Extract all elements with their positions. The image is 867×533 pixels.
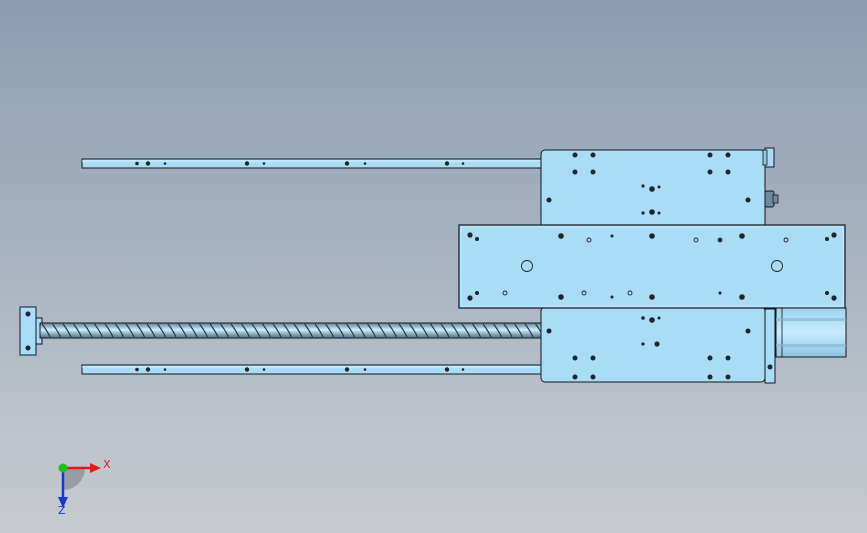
screw-thread-line — [493, 323, 502, 338]
screw-thread-line — [241, 323, 250, 338]
screw-thread-line — [514, 323, 523, 338]
screw-thread-line — [115, 323, 124, 338]
screw-thread-line — [503, 323, 513, 338]
screw-thread-line — [451, 323, 460, 338]
ball-screw[interactable] — [39, 322, 544, 339]
screw-threads — [41, 323, 544, 338]
screw-thread-line — [419, 323, 429, 338]
end-support-bearing[interactable] — [19, 306, 43, 356]
screw-thread-line — [293, 323, 303, 338]
screw-thread-line — [94, 323, 103, 338]
screw-thread-line — [209, 323, 219, 338]
screw-thread-line — [104, 323, 114, 338]
lower-guide-rail[interactable] — [81, 364, 543, 375]
screw-thread-line — [188, 323, 198, 338]
screw-thread-line — [388, 323, 397, 338]
top-mounting-plate[interactable] — [458, 224, 846, 309]
screw-thread-line — [335, 323, 345, 338]
screw-thread-line — [346, 323, 355, 338]
coordinate-triad: X Z — [58, 458, 111, 517]
screw-thread-line — [62, 323, 72, 338]
screw-thread-line — [262, 323, 271, 338]
screw-thread-line — [41, 323, 51, 338]
z-axis-label: Z — [58, 504, 66, 517]
screw-thread-line — [220, 323, 229, 338]
screw-thread-line — [125, 323, 135, 338]
screw-thread-line — [472, 323, 481, 338]
screw-thread-line — [398, 323, 408, 338]
y-axis-dot — [58, 463, 68, 473]
screw-thread-line — [283, 323, 292, 338]
screw-thread-line — [272, 323, 282, 338]
x-axis-label: X — [103, 458, 111, 471]
screw-thread-line — [73, 323, 82, 338]
upper-guide-rail[interactable] — [81, 158, 543, 169]
screw-thread-line — [83, 323, 93, 338]
stepper-motor[interactable] — [775, 307, 847, 358]
screw-thread-line — [167, 323, 177, 338]
triad-plane-shading — [63, 468, 85, 490]
lower-carriage-block[interactable] — [540, 306, 766, 383]
screw-thread-line — [356, 323, 366, 338]
screw-thread-line — [136, 323, 145, 338]
upper-carriage-block[interactable] — [540, 149, 766, 228]
screw-thread-line — [325, 323, 334, 338]
screw-thread-line — [461, 323, 471, 338]
screw-thread-line — [199, 323, 208, 338]
screw-thread-line — [230, 323, 240, 338]
screw-thread-line — [367, 323, 376, 338]
screw-thread-line — [377, 323, 387, 338]
screw-thread-line — [157, 323, 166, 338]
screw-thread-line — [524, 323, 534, 338]
screw-thread-line — [430, 323, 439, 338]
screw-thread-line — [440, 323, 450, 338]
screw-thread-line — [251, 323, 261, 338]
screw-thread-line — [482, 323, 492, 338]
screw-thread-line — [304, 323, 313, 338]
motor-mount-flange[interactable] — [762, 147, 779, 384]
screw-thread-line — [409, 323, 418, 338]
screw-thread-line — [146, 323, 156, 338]
screw-thread-line — [314, 323, 324, 338]
screw-thread-line — [52, 323, 61, 338]
screw-thread-line — [178, 323, 187, 338]
